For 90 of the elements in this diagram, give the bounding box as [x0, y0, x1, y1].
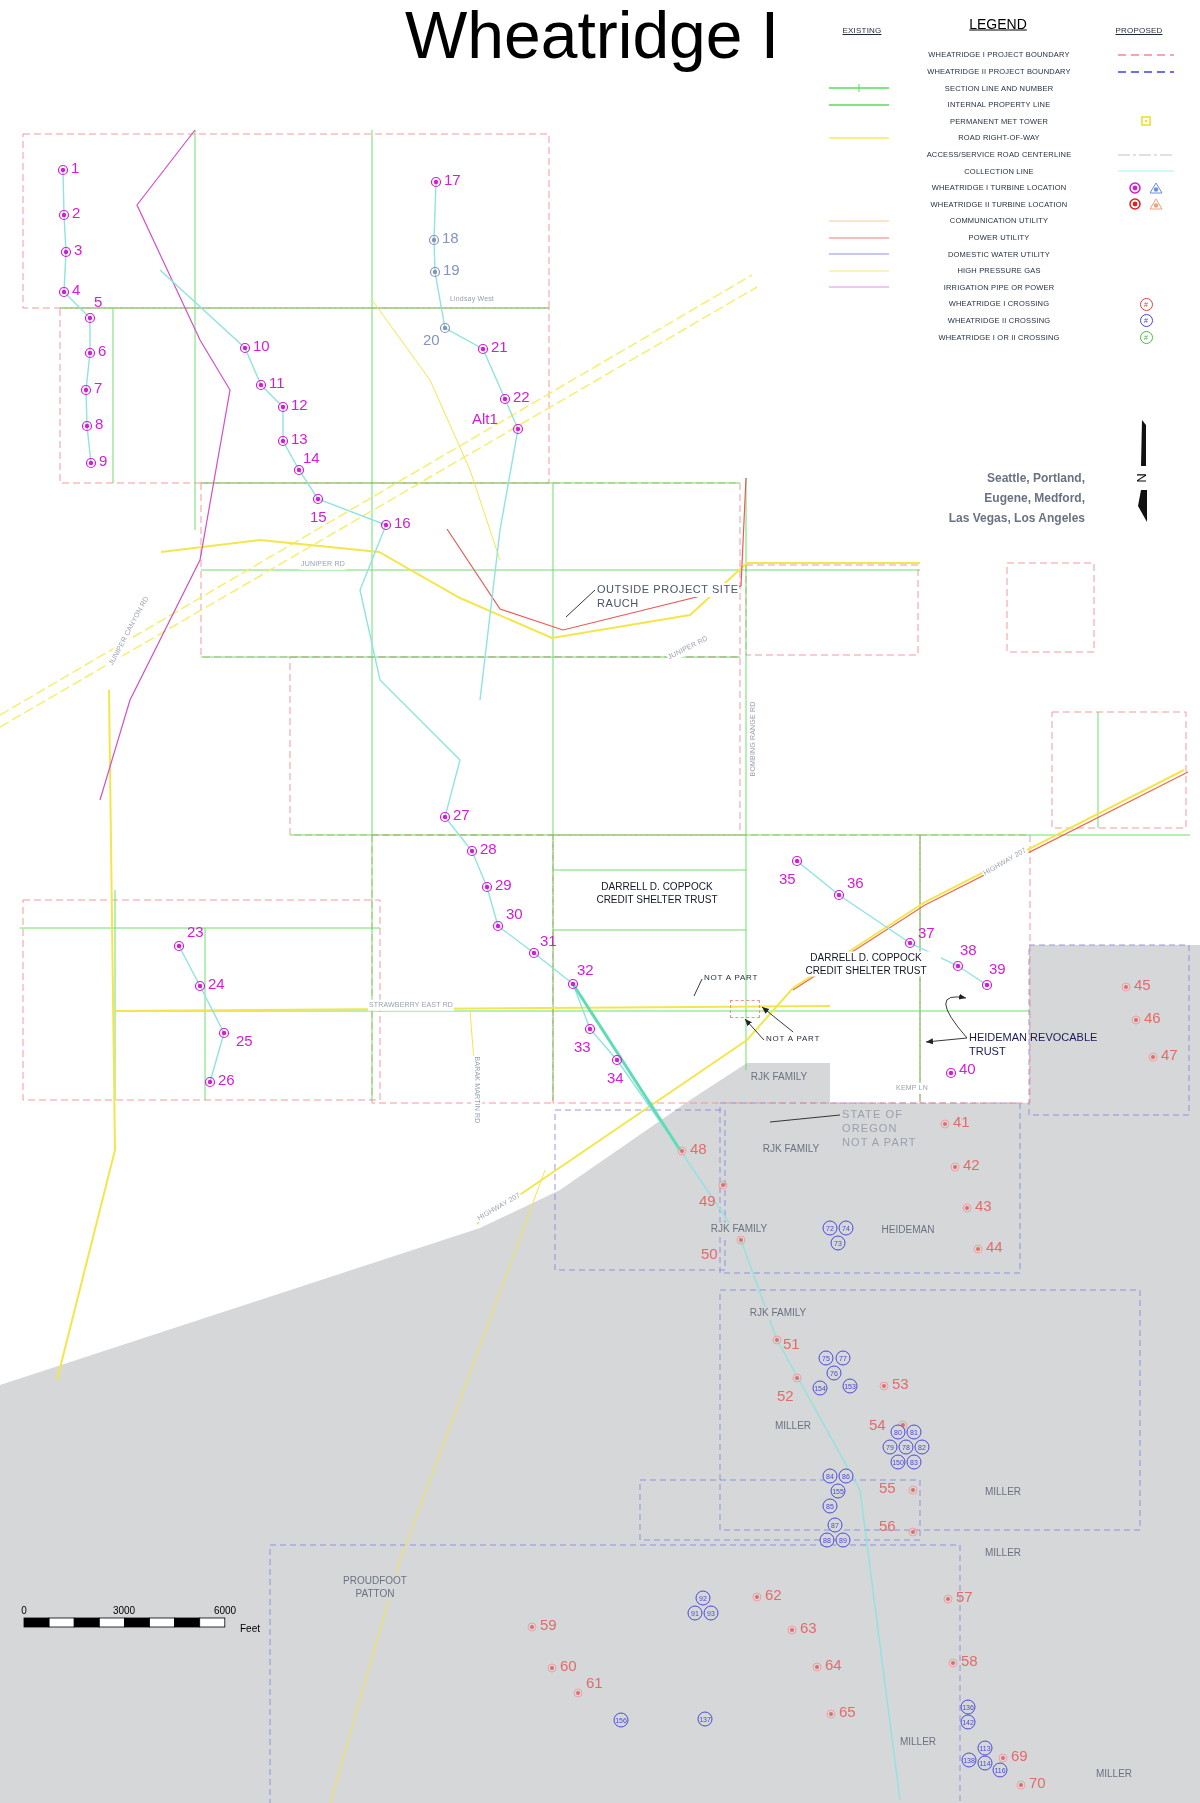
turbine-number: 11 — [269, 375, 285, 390]
turbine-number: 50 — [701, 1246, 718, 1261]
turbine-number: 35 — [779, 871, 796, 886]
turbine-number: 28 — [480, 841, 497, 856]
turbine-number: 32 — [577, 962, 594, 977]
leader-line — [693, 978, 703, 997]
turbine-number: 17 — [444, 172, 461, 187]
scale-label: Feet — [240, 1621, 260, 1636]
turbine-number: 44 — [986, 1239, 1003, 1254]
turbine-number: 64 — [825, 1657, 842, 1672]
turbine-number: 59 — [540, 1617, 557, 1632]
turbine-number: 14 — [303, 450, 320, 465]
scale-label: 0 — [21, 1603, 27, 1618]
turbine-number: Alt1 — [472, 411, 498, 426]
map-note: NOT A PART — [704, 972, 759, 984]
parcel-outline — [730, 1000, 760, 1018]
legend-heading: LEGEND — [969, 14, 1027, 34]
legend-column-heading: PROPOSED — [1115, 25, 1163, 37]
turbine-number: 36 — [847, 875, 864, 890]
scale-label: 3000 — [112, 1603, 136, 1618]
office-locations-text: Seattle, Portland, — [986, 470, 1085, 487]
turbine-number: 4 — [72, 282, 81, 297]
map-note: STATE OF OREGON NOT A PART — [842, 1108, 918, 1150]
turbine-number: 47 — [1161, 1047, 1178, 1062]
legend-column-heading: EXISTING — [842, 25, 882, 37]
turbine-number: 8 — [95, 416, 104, 431]
turbine-number: 24 — [208, 976, 225, 991]
turbine-number: 65 — [839, 1704, 856, 1719]
office-locations-text: Eugene, Medford, — [984, 490, 1085, 507]
turbine-number: 56 — [879, 1518, 896, 1533]
leader-line — [769, 1114, 841, 1123]
turbine-number: 12 — [291, 397, 308, 412]
turbine-number: 25 — [236, 1033, 253, 1048]
leader-line — [565, 589, 596, 618]
turbine-number: 30 — [506, 906, 523, 921]
turbine-number: 37 — [918, 925, 935, 940]
turbine-number: 61 — [586, 1675, 603, 1690]
turbine-number: 41 — [953, 1114, 970, 1129]
turbine-number: 19 — [443, 262, 460, 277]
turbine-number: 15 — [310, 509, 327, 524]
turbine-number: 38 — [960, 942, 977, 957]
turbine-number: 43 — [975, 1198, 992, 1213]
turbine-number: 42 — [963, 1157, 980, 1172]
turbine-number: 33 — [574, 1039, 591, 1054]
turbine-number: 7 — [94, 380, 103, 395]
scale-label: 6000 — [213, 1603, 237, 1618]
turbine-number: 23 — [187, 924, 204, 939]
turbine-number: 55 — [879, 1480, 896, 1495]
turbine-number: 26 — [218, 1072, 235, 1087]
turbine-number: 62 — [765, 1587, 782, 1602]
turbine-number: 21 — [491, 339, 508, 354]
turbine-number: 1 — [71, 160, 80, 175]
map-note: HEIDEMAN REVOCABLE TRUST — [969, 1031, 1099, 1059]
turbine-number: 48 — [690, 1141, 707, 1156]
turbine-number: 70 — [1029, 1775, 1046, 1790]
office-locations-text: Las Vegas, Los Angeles — [948, 510, 1085, 527]
turbine-number: 49 — [699, 1193, 716, 1208]
turbine-number: 29 — [495, 877, 512, 892]
turbine-number: 22 — [513, 389, 530, 404]
owner-name: RJK FAMILY — [709, 1222, 769, 1236]
map-note: NOT A PART — [766, 1033, 821, 1045]
turbine-number: 3 — [74, 242, 83, 257]
turbine-number: 20 — [423, 332, 440, 347]
map-note: OUTSIDE PROJECT SITE — [597, 583, 739, 597]
turbine-number: 57 — [956, 1589, 973, 1604]
north-label: N — [1134, 472, 1148, 484]
turbine-number: 34 — [607, 1070, 624, 1085]
turbine-number: 18 — [442, 230, 459, 245]
turbine-number: 31 — [540, 933, 557, 948]
turbine-number: 53 — [892, 1376, 909, 1391]
turbine-number: 52 — [777, 1388, 794, 1403]
turbine-number: 63 — [800, 1620, 817, 1635]
turbine-number: 16 — [394, 515, 411, 530]
turbine-number: 69 — [1011, 1748, 1028, 1763]
turbine-number: 39 — [989, 961, 1006, 976]
turbine-number: 6 — [98, 343, 107, 358]
turbine-number: 51 — [783, 1336, 800, 1351]
turbine-number: 40 — [959, 1061, 976, 1076]
turbine-number: 13 — [291, 431, 308, 446]
turbine-number: 45 — [1134, 977, 1151, 992]
turbine-number: 54 — [869, 1417, 886, 1432]
turbine-number: 9 — [99, 453, 108, 468]
turbine-number: 58 — [961, 1653, 978, 1668]
turbine-number: 10 — [253, 338, 270, 353]
turbine-number: 46 — [1144, 1010, 1161, 1025]
turbine-number: 2 — [72, 205, 81, 220]
turbine-number: 27 — [453, 807, 470, 822]
turbine-number: 5 — [94, 294, 103, 309]
turbine-number: 60 — [560, 1658, 577, 1673]
owner-name: RJK FAMILY — [748, 1306, 808, 1320]
